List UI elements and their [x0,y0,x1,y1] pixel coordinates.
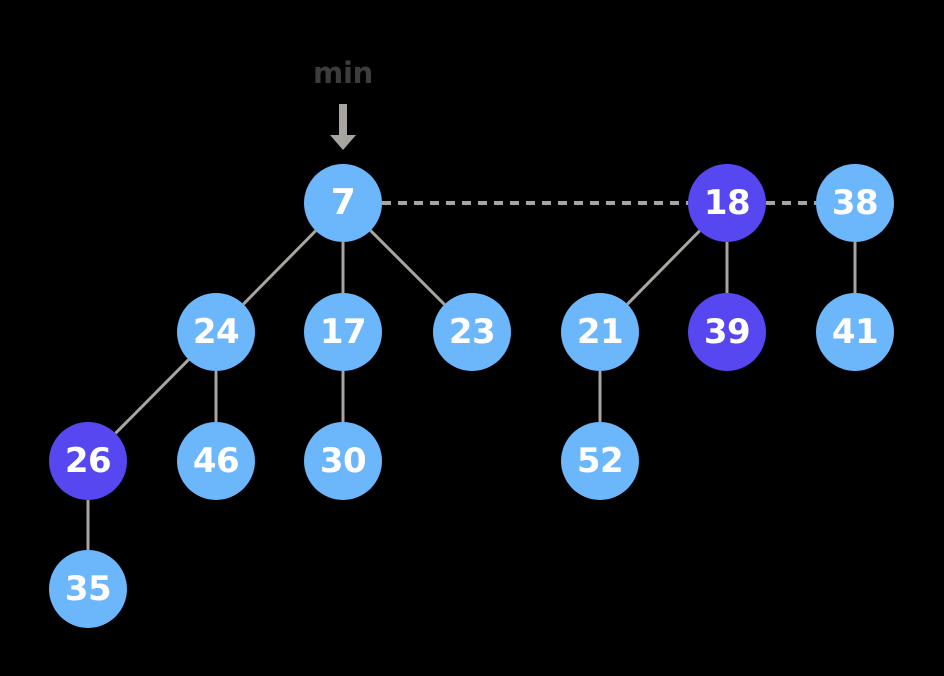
node-38[interactable]: 38 [816,164,894,242]
edge-n7-n24 [242,229,317,306]
node-21[interactable]: 21 [561,293,639,371]
node-46[interactable]: 46 [177,422,255,500]
node-7[interactable]: 7 [304,164,382,242]
node-label: 30 [319,441,367,481]
node-17[interactable]: 17 [304,293,382,371]
min-annotation-label: min [313,56,373,90]
node-label: 7 [330,182,356,223]
node-52[interactable]: 52 [561,422,639,500]
node-label: 24 [192,312,240,352]
node-label: 18 [703,183,751,223]
node-39[interactable]: 39 [688,293,766,371]
edge-n24-n26 [114,358,190,435]
node-26[interactable]: 26 [49,422,127,500]
node-label: 46 [192,441,240,481]
node-label: 39 [703,312,751,352]
node-label: 41 [831,312,879,352]
node-label: 21 [576,312,624,352]
edge-n18-n21 [626,229,701,306]
node-30[interactable]: 30 [304,422,382,500]
node-24[interactable]: 24 [177,293,255,371]
node-18[interactable]: 18 [688,164,766,242]
node-label: 38 [831,183,879,223]
node-label: 52 [576,441,624,481]
node-35[interactable]: 35 [49,550,127,628]
min-arrow-head [330,135,356,150]
node-label: 26 [64,441,112,481]
node-label: 17 [319,312,367,352]
edge-n7-n23 [369,229,446,306]
node-label: 35 [64,569,112,609]
node-label: 23 [448,312,496,352]
node-41[interactable]: 41 [816,293,894,371]
node-23[interactable]: 23 [433,293,511,371]
